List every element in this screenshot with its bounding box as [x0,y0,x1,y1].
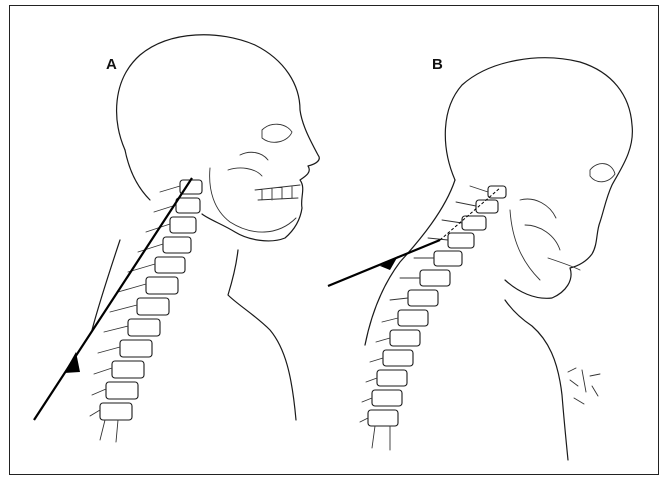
panel-a-figure [34,35,319,442]
panel-b-figure [328,58,632,460]
panel-b-label: B [432,56,443,73]
panel-a-label: A [106,56,117,73]
spine-a [90,180,202,442]
spine-b [360,186,506,450]
